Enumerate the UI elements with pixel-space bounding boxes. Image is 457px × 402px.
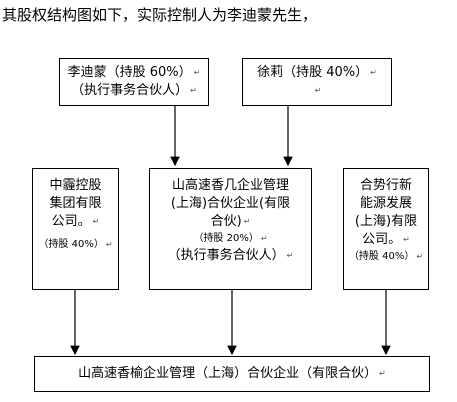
box-target-company: 山高速香榆企业管理（上海）合伙企业（有限合伙）↵ [34, 356, 430, 392]
return-mark: ↵ [92, 217, 100, 226]
return-mark: ↵ [314, 86, 322, 95]
zhongjian-line1: 中霾控股 [49, 178, 102, 193]
heshi-line3: (上海)有限 [354, 214, 418, 229]
heshi-line4: 公司。 [362, 232, 402, 247]
box-hehuo-qiye: 山高速香几企业管理 (上海)合伙企业(有限 合伙)↵ （持股 20%）↵ （执行… [149, 168, 312, 290]
box-xu-li: 徐莉（持股 40%）↵ ↵ [242, 58, 392, 106]
return-mark: ↵ [105, 240, 113, 249]
box-heshi: 合势行新 能源发展 (上海)有限 公司。↵ （持股 40%）↵ [343, 168, 429, 290]
box-zhongjian: 中霾控股 集团有限 公司。↵ （持股 40%）↵ [32, 168, 119, 290]
hehuo-share: （持股 20%） [193, 233, 259, 244]
return-mark: ↵ [260, 234, 268, 243]
hehuo-line2: (上海)合伙企业(有限 [170, 196, 291, 211]
xu-name: 徐莉（持股 40%） [257, 65, 369, 80]
zhongjian-share: （持股 40%） [38, 239, 104, 250]
return-mark: ↵ [416, 252, 424, 261]
li-role: （执行事务合伙人） [71, 83, 189, 98]
return-mark: ↵ [370, 68, 377, 77]
hehuo-role: （执行事务合伙人） [167, 248, 285, 263]
heshi-line2: 能源发展 [359, 196, 412, 211]
zhongjian-line3: 公司。 [51, 214, 91, 229]
return-mark: ↵ [379, 369, 386, 378]
intro-text: 其股权结构图如下，实际控制人为李迪蒙先生， [2, 6, 318, 24]
hehuo-line1: 山高速香几企业管理 [171, 178, 289, 193]
target-name: 山高速香榆企业管理（上海）合伙企业（有限合伙） [78, 366, 378, 381]
return-mark: ↵ [286, 251, 294, 260]
return-mark: ↵ [403, 235, 410, 244]
heshi-share: （持股 40%） [348, 251, 415, 262]
li-name: 李迪蒙（持股 60%） [67, 65, 192, 80]
box-li-dimeng: 李迪蒙（持股 60%）↵ （执行事务合伙人）↵ [59, 58, 209, 106]
return-mark: ↵ [193, 68, 201, 77]
hehuo-line3: 合伙) [210, 214, 242, 229]
heshi-line1: 合势行新 [359, 178, 412, 193]
return-mark: ↵ [190, 86, 197, 95]
return-mark: ↵ [243, 217, 251, 226]
zhongjian-line2: 集团有限 [49, 196, 102, 211]
